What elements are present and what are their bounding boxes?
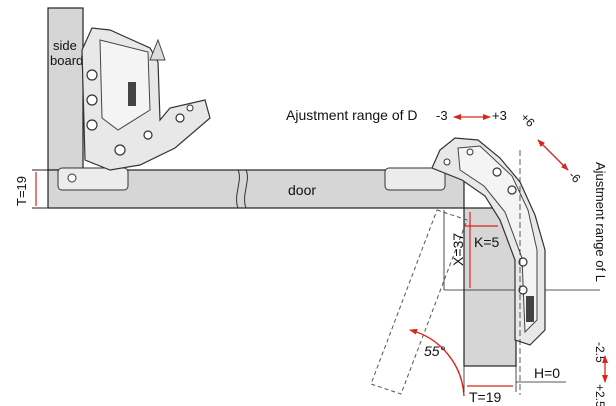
slot-icon bbox=[526, 296, 534, 322]
screw-icon bbox=[492, 167, 502, 177]
screw-icon bbox=[114, 144, 126, 156]
pivot-icon bbox=[143, 130, 153, 140]
t-bottom-label: T=19 bbox=[469, 389, 502, 405]
adj-l-title: Ajustment range of L bbox=[593, 162, 608, 282]
adj-l-plus: +2.5 bbox=[593, 384, 607, 406]
adj-d-minus: -3 bbox=[436, 108, 448, 123]
door-open-outline bbox=[370, 209, 468, 395]
pivot-icon bbox=[443, 158, 451, 166]
hinge-cup-right bbox=[384, 167, 446, 191]
right-hinge bbox=[431, 137, 546, 346]
pivot-icon bbox=[175, 113, 185, 123]
angle-label: 55° bbox=[424, 343, 446, 359]
screw-icon bbox=[86, 69, 98, 81]
side-board-label-line2: board bbox=[50, 53, 83, 68]
break-mark bbox=[236, 169, 240, 209]
door-label: door bbox=[288, 182, 316, 198]
screw-icon bbox=[86, 119, 98, 131]
pivot-icon bbox=[466, 148, 474, 156]
adj-side-plus: +6 bbox=[518, 110, 538, 130]
screw-icon bbox=[518, 285, 528, 295]
adj-side-arrow-down bbox=[552, 154, 569, 171]
t-left-label: T=19 bbox=[14, 176, 29, 206]
screw-icon bbox=[518, 257, 528, 267]
screw-icon bbox=[67, 173, 77, 183]
screw-icon bbox=[507, 185, 517, 195]
side-board-panel bbox=[47, 7, 84, 171]
angle-arc bbox=[409, 328, 465, 397]
adj-d-plus: +3 bbox=[492, 108, 507, 123]
x-label: X=37 bbox=[450, 233, 466, 266]
side-board-label-line1: side bbox=[53, 38, 77, 53]
k-label: K=5 bbox=[474, 234, 500, 250]
slot-icon bbox=[128, 82, 136, 106]
hinge-cup-left bbox=[57, 167, 129, 191]
adj-side-arrow-up bbox=[537, 139, 554, 156]
h-label: H=0 bbox=[534, 365, 560, 381]
adj-d-title: Ajustment range of D bbox=[286, 107, 418, 123]
adj-side-minus: -6 bbox=[566, 168, 584, 186]
break-mark bbox=[244, 169, 248, 209]
screw-icon bbox=[86, 94, 98, 106]
pivot-icon bbox=[186, 104, 194, 112]
left-hinge bbox=[67, 27, 211, 183]
